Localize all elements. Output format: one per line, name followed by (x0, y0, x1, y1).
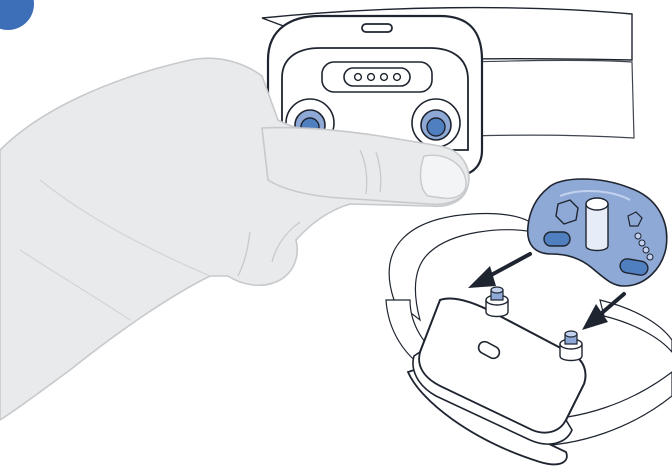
arrow-down-right-icon (582, 292, 626, 330)
contact-post-right-icon (411, 98, 461, 148)
arrow-down-left-icon (468, 252, 532, 288)
collar-device-small (406, 286, 587, 466)
hand-illustration-icon (0, 57, 470, 421)
small-post-left-icon (485, 286, 509, 318)
contact-point-shield-icon (526, 178, 668, 287)
small-post-right-icon (559, 330, 583, 362)
step-badge-icon (0, 0, 34, 30)
